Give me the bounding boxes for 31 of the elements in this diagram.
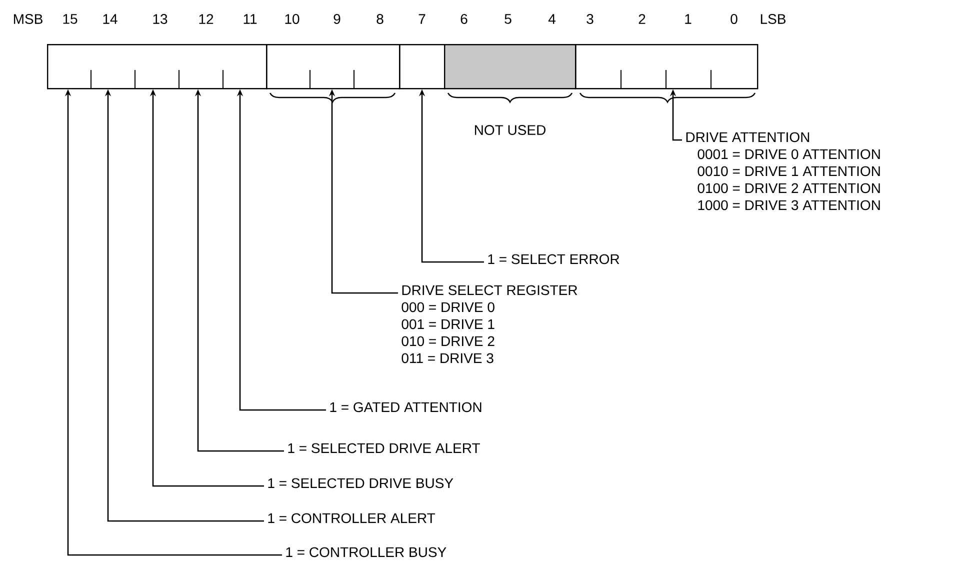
bit-number: 5 — [504, 14, 512, 24]
field-description: DRIVE ATTENTION 0001 = DRIVE 0 ATTENTION 0010 = DRIVE 1 ATTENTION 0100 = DRIVE 2 ATTENTION 1000 = DRIVE 3 ATTENTION — [686, 132, 880, 210]
bit-field-box — [444, 44, 576, 90]
bit-number: 7 — [418, 14, 426, 24]
bit-number: 8 — [376, 14, 384, 24]
bit-field-box — [575, 44, 758, 90]
bit-number: 0 — [730, 14, 738, 24]
field-note: NOT USED — [474, 125, 546, 135]
bit-label: LSB — [760, 14, 786, 24]
bit-number: 4 — [548, 14, 556, 24]
bit-description: 1 = SELECTED DRIVE ALERT — [288, 443, 480, 454]
bit-label: MSB — [14, 14, 42, 24]
bit-field-box — [266, 44, 400, 90]
bit-number: 2 — [638, 14, 646, 24]
bit-number: 12 — [199, 14, 214, 24]
bit-description: 1 = CONTROLLER BUSY — [286, 547, 446, 558]
bit-description: 1 = GATED ATTENTION — [330, 402, 482, 412]
bit-number: 14 — [103, 14, 118, 24]
bit-number: 10 — [285, 14, 300, 24]
bit-number: 9 — [334, 14, 340, 24]
bit-number: 11 — [244, 14, 257, 24]
bit-description: 1 = SELECT ERROR — [488, 254, 620, 264]
bit-description: 1 = CONTROLLER ALERT — [268, 513, 436, 524]
bit-number: 6 — [460, 14, 468, 24]
bit-number: 13 — [153, 14, 168, 24]
bit-description: 1 = SELECTED DRIVE BUSY — [268, 478, 454, 488]
bit-number: 15 — [63, 14, 78, 24]
bit-number: 1 — [685, 14, 692, 24]
field-description: DRIVE SELECT REGISTER 000 = DRIVE 0 001 = DRIVE 1 010 = DRIVE 2 011 = DRIVE 3 — [402, 285, 578, 364]
bit-field-box — [47, 44, 268, 90]
bit-number: 3 — [586, 14, 594, 24]
